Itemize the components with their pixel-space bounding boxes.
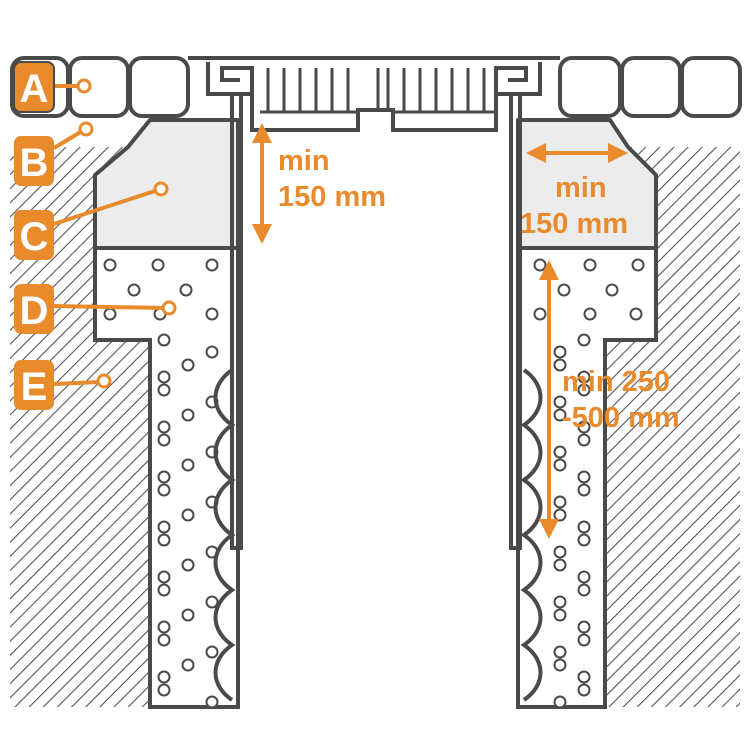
dim-depth-line1: min 250	[562, 366, 670, 398]
dim-top-left-line1: min	[278, 145, 330, 177]
gravel-dot	[157, 583, 171, 597]
gravel-dot	[577, 633, 591, 647]
gravel-dot	[103, 258, 117, 272]
gravel-dot	[553, 658, 567, 672]
gravel-dot	[631, 258, 645, 272]
label-badge-c: C	[14, 210, 54, 260]
label-d-text: D	[20, 289, 49, 333]
gravel-dot	[577, 470, 591, 484]
gravel-dot	[151, 258, 165, 272]
gravel-dot	[553, 645, 567, 659]
gravel-dot	[205, 307, 219, 321]
gravel-dot	[181, 408, 195, 422]
gravel-dot	[181, 508, 195, 522]
gravel-dot	[157, 370, 171, 384]
gravel-dot	[157, 470, 171, 484]
gravel-dot	[205, 258, 219, 272]
gravel-dot	[553, 545, 567, 559]
gravel-dot	[577, 533, 591, 547]
label-a-text: A	[20, 67, 49, 111]
gravel-dot	[157, 383, 171, 397]
gravel-dot	[577, 520, 591, 534]
gravel-dot	[553, 445, 567, 459]
label-leaders	[52, 78, 177, 389]
gravel-dot	[553, 345, 567, 359]
gravel-dot	[629, 307, 643, 321]
gravel-dot	[205, 345, 219, 359]
gravel-dot	[157, 633, 171, 647]
gravel-dot	[157, 433, 171, 447]
gravel-dot	[157, 683, 171, 697]
dim-top-right-line2: 150 mm	[520, 208, 628, 240]
gravel-dot	[583, 307, 597, 321]
gravel-dot	[179, 283, 193, 297]
gravel-dot	[553, 595, 567, 609]
gravel-dot	[205, 595, 219, 609]
gravel-dot	[533, 258, 547, 272]
gravel-dot	[577, 583, 591, 597]
gravel-dot	[553, 495, 567, 509]
gravel-dot	[157, 420, 171, 434]
gravel-dot	[553, 608, 567, 622]
label-c-text: C	[20, 215, 49, 259]
telescopic-tube	[230, 92, 522, 550]
gravel-dot	[181, 558, 195, 572]
gravel-dot	[577, 570, 591, 584]
drain-grate-frame	[188, 56, 560, 132]
gravel-dot	[605, 283, 619, 297]
gravel-dot	[577, 620, 591, 634]
gravel-dot	[205, 645, 219, 659]
dim-top-left-line2: 150 mm	[278, 181, 386, 213]
gravel-dot	[157, 570, 171, 584]
gravel-dot	[577, 483, 591, 497]
gravel-dot	[157, 670, 171, 684]
gravel-dot	[533, 307, 547, 321]
gravel-dot	[103, 307, 117, 321]
gravel-dot	[157, 533, 171, 547]
gravel-dot	[577, 670, 591, 684]
gravel-dot	[553, 558, 567, 572]
label-badge-b: B	[14, 136, 54, 186]
dimension-arrows	[252, 123, 628, 539]
gravel-dot	[205, 695, 219, 709]
corrugated-shaft-walls	[213, 368, 543, 702]
dim-top-right-line1: min	[555, 172, 607, 204]
gravel-dot	[583, 258, 597, 272]
gravel-dot	[157, 620, 171, 634]
gravel-dot	[553, 458, 567, 472]
gravel-dot	[181, 658, 195, 672]
gravel-dot	[553, 508, 567, 522]
gravel-dot	[181, 608, 195, 622]
dim-depth-line2: -500 mm	[562, 402, 680, 434]
gravel-backfill	[93, 246, 658, 709]
gravel-dot	[577, 383, 591, 397]
gravel-dot	[181, 458, 195, 472]
gravel-dot	[553, 695, 567, 709]
gravel-dot	[577, 333, 591, 347]
gravel-dot	[577, 683, 591, 697]
gravel-dot	[157, 520, 171, 534]
gravel-dot	[577, 433, 591, 447]
gravel-dot	[557, 283, 571, 297]
gravel-dot	[157, 483, 171, 497]
label-badge-e: E	[14, 360, 54, 410]
label-badge-a: A	[13, 61, 55, 113]
gravel-dot	[157, 333, 171, 347]
label-b-text: B	[20, 141, 49, 185]
gravel-dot	[181, 358, 195, 372]
label-e-text: E	[21, 365, 48, 409]
gravel-dot	[127, 283, 141, 297]
gravel-dot	[577, 370, 591, 384]
gravel-dot	[577, 420, 591, 434]
paving-stones	[10, 56, 742, 118]
label-badge-d: D	[14, 284, 54, 334]
